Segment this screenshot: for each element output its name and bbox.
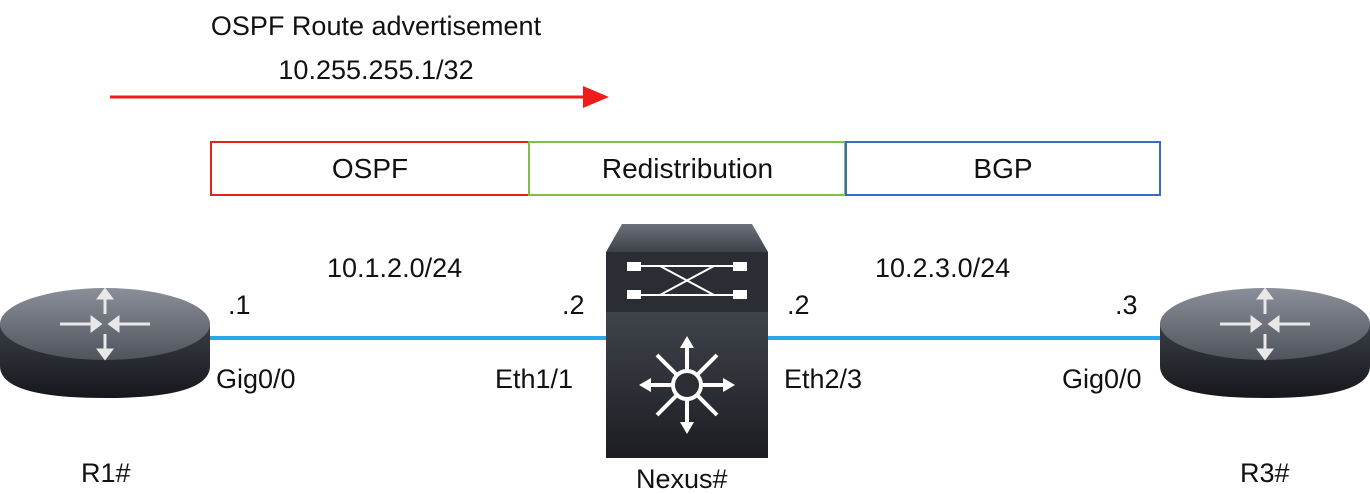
nexus-right-interface-label: Eth2/3 <box>784 364 863 394</box>
r1-interface-label: Gig0/0 <box>216 364 296 394</box>
nexus-device-name: Nexus# <box>636 464 728 494</box>
right-subnet-label: 10.2.3.0/24 <box>875 253 1011 283</box>
segment-ospf-label: OSPF <box>331 152 409 184</box>
nexus-left-interface-label: Eth1/1 <box>495 364 574 394</box>
segment-bgp: BGP <box>845 141 1161 196</box>
segment-divider <box>528 141 530 196</box>
router-icon <box>1160 287 1370 398</box>
segment-ospf: OSPF <box>210 141 530 196</box>
r3-device-name: R3# <box>1240 458 1290 488</box>
advertised-prefix: 10.255.255.1/32 <box>278 55 474 85</box>
router-icon <box>0 287 210 398</box>
r3-address-label: .3 <box>1115 290 1138 320</box>
left-subnet-label: 10.1.2.0/24 <box>327 253 463 283</box>
segment-bgp-label: BGP <box>973 152 1033 184</box>
r1-address-label: .1 <box>228 290 251 320</box>
r1-device-name: R1# <box>81 458 131 488</box>
nexus-switch-icon <box>606 224 768 458</box>
segment-redistribution: Redistribution <box>529 141 846 196</box>
nexus-right-address-label: .2 <box>787 290 810 320</box>
nexus-left-address-label: .2 <box>562 290 585 320</box>
segment-redistribution-label: Redistribution <box>601 152 774 184</box>
advertisement-title: OSPF Route advertisement <box>210 11 542 41</box>
advertisement-arrow <box>110 86 609 108</box>
r3-interface-label: Gig0/0 <box>1062 364 1142 394</box>
